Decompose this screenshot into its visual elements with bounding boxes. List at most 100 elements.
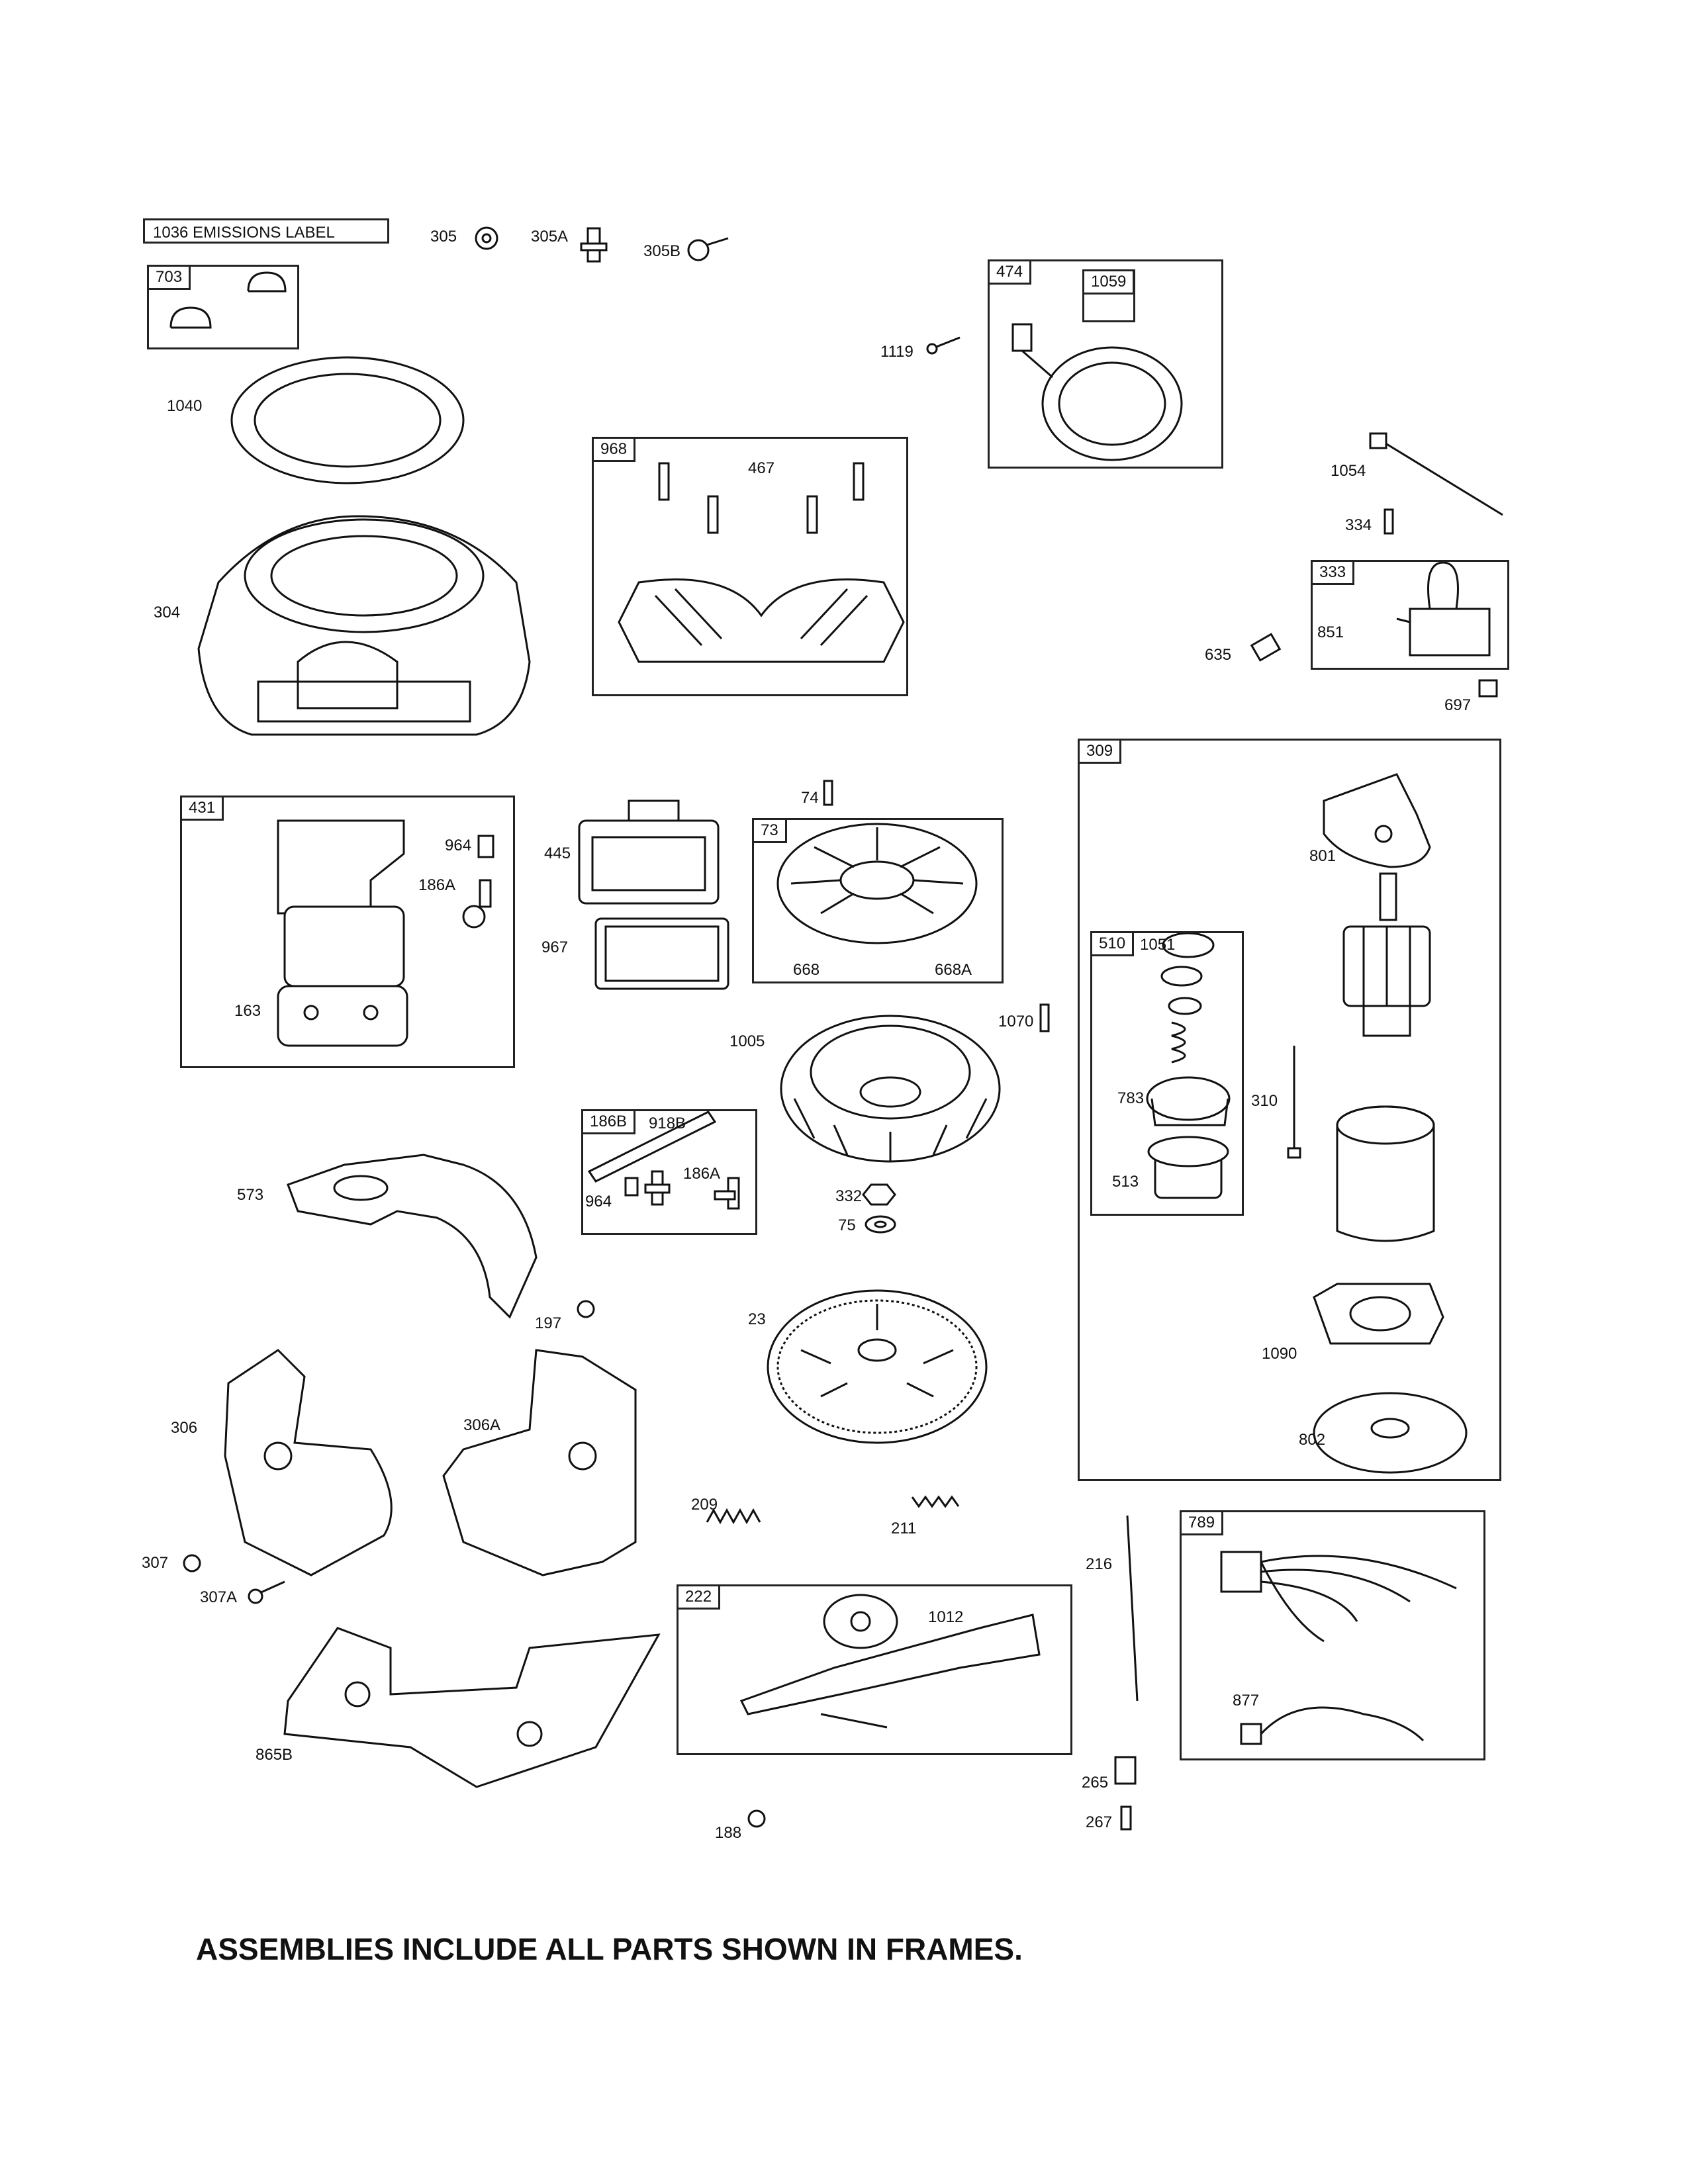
callout-668: 668 (793, 961, 820, 979)
callout-1054: 1054 (1331, 462, 1366, 480)
screw-74-icon (823, 780, 833, 806)
plug-635-icon (1250, 633, 1282, 662)
callout-216: 216 (1086, 1555, 1113, 1573)
frame-703: 703 (147, 265, 299, 349)
callout-23: 23 (748, 1310, 766, 1328)
screw-1119-icon (926, 336, 961, 355)
wire-877-icon (1240, 1706, 1425, 1745)
callout-964-b: 964 (585, 1193, 612, 1210)
screw-697-icon (1478, 679, 1498, 698)
frame-789-tag: 789 (1182, 1512, 1224, 1535)
shield-306a-icon (442, 1349, 637, 1576)
shield-306-icon (224, 1349, 393, 1576)
nut-332-icon (862, 1183, 896, 1206)
screw-197-icon (577, 1300, 595, 1318)
screw-188-icon (747, 1809, 766, 1828)
callout-783: 783 (1117, 1089, 1145, 1107)
harness-789-icon (1220, 1551, 1457, 1643)
callout-668a: 668A (935, 961, 972, 979)
blower-housing-304-icon (197, 515, 531, 736)
callout-1119: 1119 (880, 343, 914, 361)
frame-333: 333 (1311, 560, 1509, 670)
callout-305: 305 (430, 228, 457, 246)
screw-305b-icon (687, 237, 729, 261)
housing-icon (1336, 1105, 1435, 1242)
callout-265: 265 (1082, 1774, 1109, 1792)
governor-222-icon (739, 1594, 1041, 1729)
callout-918b: 918B (649, 1115, 686, 1132)
callout-801: 801 (1309, 847, 1336, 865)
callout-865b: 865B (256, 1746, 293, 1764)
spring-211-icon (911, 1495, 960, 1508)
callout-802: 802 (1299, 1431, 1326, 1449)
frame-474-tag: 474 (990, 261, 1032, 285)
frame-186b: 186B (581, 1109, 757, 1235)
frame-333-tag: 333 (1313, 562, 1355, 585)
callout-186a-a: 186A (418, 876, 456, 894)
frame-703-tag: 703 (149, 267, 191, 290)
emissions-label: 1036 EMISSIONS LABEL (143, 218, 389, 244)
frame-186b-tag: 186B (583, 1111, 636, 1134)
callout-967: 967 (541, 938, 569, 956)
callout-306a: 306A (463, 1416, 501, 1434)
guard-865b-icon (283, 1627, 661, 1788)
washer-75-icon (865, 1215, 896, 1234)
callout-305a: 305A (531, 228, 569, 246)
bolt-310-icon (1287, 1046, 1301, 1159)
callout-306: 306 (171, 1419, 198, 1437)
frame-474: 474 1059 (988, 259, 1223, 469)
frame-309-tag: 309 (1080, 741, 1122, 764)
flywheel-23-icon (767, 1289, 988, 1444)
callout-305b: 305B (643, 242, 681, 260)
frame-222: 222 (677, 1584, 1072, 1755)
callout-211: 211 (891, 1520, 917, 1537)
screw-1070-icon (1039, 1003, 1050, 1032)
callout-307a: 307A (200, 1588, 238, 1606)
brush-plate-1090-icon (1313, 1283, 1444, 1345)
callout-1012: 1012 (928, 1608, 964, 1626)
end-plate-802-icon (1313, 1392, 1468, 1474)
callout-964-a: 964 (445, 837, 472, 854)
intake-431-icon (277, 819, 408, 1047)
callout-1040: 1040 (167, 397, 203, 415)
armature-icon (1342, 872, 1431, 1037)
callout-851: 851 (1317, 623, 1344, 641)
callout-573: 573 (237, 1186, 264, 1204)
fitting-186a-icon (462, 879, 492, 929)
frame-789: 789 (1180, 1510, 1485, 1760)
stator-474-icon (1011, 323, 1183, 461)
frame-968: 968 (592, 437, 908, 696)
callout-74: 74 (801, 789, 819, 807)
callout-209: 209 (691, 1496, 718, 1514)
frame-222-tag: 222 (679, 1586, 721, 1610)
callout-877: 877 (1233, 1692, 1260, 1709)
tie-1054-icon (1369, 432, 1503, 516)
screw-307a-icon (248, 1580, 285, 1604)
frame-431-tag: 431 (182, 797, 224, 821)
callout-307: 307 (142, 1554, 169, 1572)
callout-188: 188 (715, 1824, 742, 1842)
callout-304: 304 (154, 604, 181, 621)
frame-510: 510 (1090, 931, 1244, 1216)
screw-334-icon (1383, 508, 1394, 535)
callout-75: 75 (838, 1216, 856, 1234)
cover-968-icon (618, 462, 905, 663)
drive-510-icon (1146, 932, 1231, 1199)
frame-1059-tag: 1059 (1084, 271, 1135, 295)
callout-267: 267 (1086, 1813, 1113, 1831)
callout-334: 334 (1345, 516, 1372, 534)
clip-265-icon (1114, 1756, 1137, 1785)
callout-1005: 1005 (729, 1032, 765, 1050)
frame-73-tag: 73 (754, 820, 787, 843)
footer-note: ASSEMBLIES INCLUDE ALL PARTS SHOWN IN FR… (196, 1932, 1023, 1966)
callout-513: 513 (1112, 1173, 1139, 1191)
callout-332: 332 (835, 1187, 863, 1205)
clip-703-icon (169, 271, 287, 329)
ring-1040-icon (230, 356, 465, 484)
screw-305a-icon (580, 227, 608, 263)
frame-1059: 1059 (1082, 269, 1135, 322)
module-333-icon (1396, 561, 1491, 657)
filter-967-icon (594, 917, 729, 990)
bracket-801-icon (1323, 773, 1431, 868)
